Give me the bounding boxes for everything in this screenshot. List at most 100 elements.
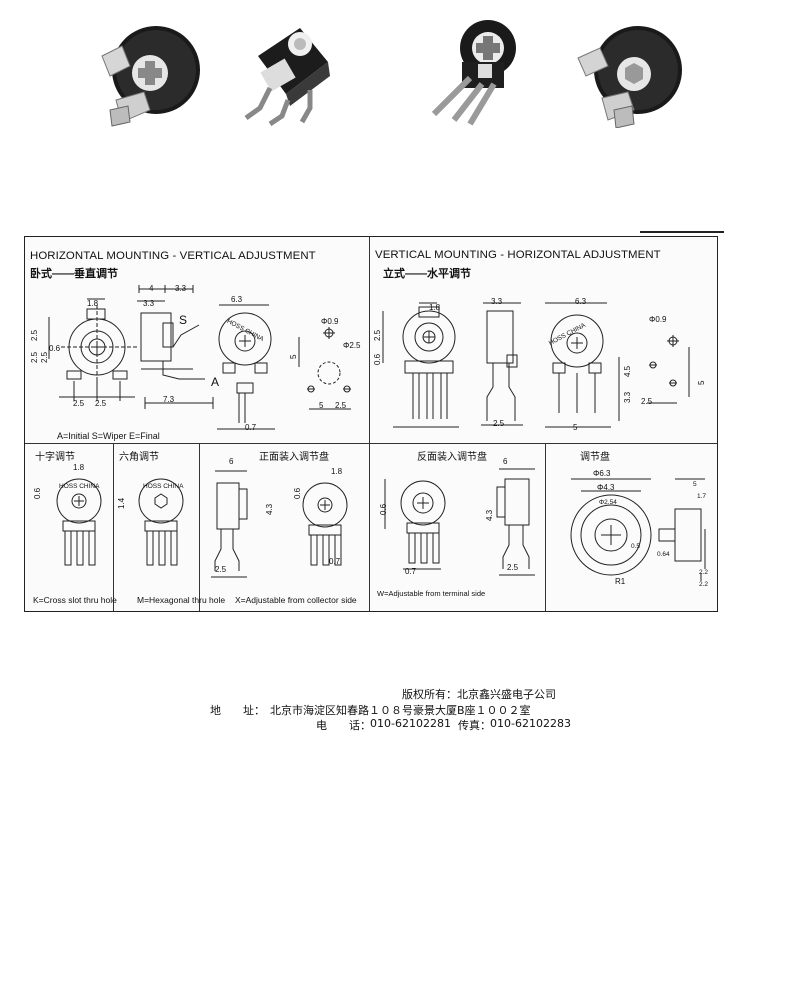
dim-h-2.5d: 2.5 bbox=[73, 399, 85, 408]
dim-k-1.8: 1.8 bbox=[73, 463, 85, 472]
footer-phone: 010-62102281 bbox=[370, 717, 451, 730]
dim-v-2.5b: 2.5 bbox=[493, 419, 505, 428]
panel-front-title: 正面装入调节盘 bbox=[259, 452, 329, 463]
dim-h-0.6: 0.6 bbox=[49, 344, 61, 353]
footer-address-label: 地 址： bbox=[210, 704, 265, 717]
panel-hex-title: 六角调节 bbox=[119, 452, 159, 463]
pot-photo-4 bbox=[572, 18, 702, 128]
pot-photo-3 bbox=[408, 16, 538, 126]
footer-address: 北京市海淀区知春路１０８号豪景大厦B座１００２室 bbox=[270, 704, 531, 717]
dim-v-6.3: 6.3 bbox=[575, 297, 587, 306]
divider-b3 bbox=[545, 443, 546, 611]
vertical-hole-pattern bbox=[637, 317, 707, 427]
dim-v-phi0.9: Φ0.9 bbox=[649, 315, 667, 324]
vertical-subtitle: 立式——水平调节 bbox=[383, 268, 471, 280]
dim-d-phi4.3: Φ4.3 bbox=[597, 483, 615, 492]
back-disc-drawing bbox=[375, 465, 543, 585]
top-rule bbox=[640, 231, 724, 233]
dim-w-4.3: 4.3 bbox=[485, 509, 494, 521]
brand-m: HOSS CHINA bbox=[143, 483, 184, 490]
footer-phone-label: 电 话： bbox=[316, 719, 371, 732]
mark-A: A bbox=[211, 375, 220, 389]
footer-copyright: 版权所有：北京鑫兴盛电子公司 bbox=[402, 688, 556, 701]
vertical-title: VERTICAL MOUNTING - HORIZONTAL ADJUSTMEN… bbox=[375, 249, 661, 261]
dim-v-5: 5 bbox=[573, 423, 578, 432]
dim-h-2.5a: 2.5 bbox=[30, 329, 39, 341]
footer-fax-label: 传真： bbox=[458, 719, 491, 732]
dim-m-1.4: 1.4 bbox=[117, 497, 126, 509]
dim-h-2.5b: 2.5 bbox=[30, 351, 39, 363]
dim-v-4.5: 4.5 bbox=[623, 365, 632, 377]
caption-K: K=Cross slot thru hole bbox=[33, 595, 117, 605]
dim-d-2.2a: 2.2 bbox=[699, 569, 709, 576]
dim-h-7.3: 7.3 bbox=[163, 395, 175, 404]
dim-h-6.3: 6.3 bbox=[231, 295, 243, 304]
dim-d-1.7: 1.7 bbox=[697, 493, 707, 500]
dim-h-2.5f: 2.5 bbox=[335, 401, 347, 410]
dim-h-5: 5 bbox=[289, 354, 298, 359]
dim-x-2.5: 2.5 bbox=[215, 565, 227, 574]
panel-disc-title: 调节盘 bbox=[580, 452, 610, 463]
datasheet-panel: HORIZONTAL MOUNTING - VERTICAL ADJUSTMEN… bbox=[24, 236, 718, 612]
horizontal-title: HORIZONTAL MOUNTING - VERTICAL ADJUSTMEN… bbox=[30, 250, 316, 262]
divider-main bbox=[369, 237, 370, 611]
dim-h-phi2.5: Φ2.5 bbox=[343, 341, 361, 350]
horizontal-top-view bbox=[209, 299, 289, 439]
horizontal-subtitle: 卧式——垂直调节 bbox=[30, 268, 118, 280]
dim-v-0.6: 0.6 bbox=[373, 353, 382, 365]
vertical-front-view bbox=[379, 297, 475, 437]
dim-x-6: 6 bbox=[229, 457, 234, 466]
dim-v-2.5a: 2.5 bbox=[373, 329, 382, 341]
horizontal-front-view bbox=[39, 297, 149, 417]
dim-v-1.8: 1.8 bbox=[429, 303, 441, 312]
dim-h-5b: 5 bbox=[319, 401, 324, 410]
dim-h-2.5c: 2.5 bbox=[40, 351, 49, 363]
footer-fax: 010-62102283 bbox=[490, 717, 571, 730]
caption-X: X=Adjustable from collector side bbox=[235, 595, 357, 605]
dim-x-1.8: 1.8 bbox=[331, 467, 343, 476]
brand-k: HOSS CHINA bbox=[59, 483, 100, 490]
dim-x-0.6: 0.6 bbox=[293, 487, 302, 499]
horizontal-side-view bbox=[133, 283, 243, 413]
disc-detail-drawing bbox=[555, 469, 715, 599]
dim-d-r1: R1 bbox=[615, 577, 626, 586]
dim-h-4: 4 bbox=[149, 284, 154, 293]
dim-d-5: 5 bbox=[693, 481, 697, 488]
dim-d-0.5: 0.5 bbox=[631, 543, 641, 550]
caption-W: W=Adjustable from terminal side bbox=[377, 589, 486, 598]
dim-d-phi6.3: Φ6.3 bbox=[593, 469, 611, 478]
hex-adjust-drawing bbox=[123, 467, 193, 577]
dim-w-0.6: 0.6 bbox=[379, 503, 388, 515]
horizontal-hole-pattern bbox=[293, 317, 363, 427]
legend-horizontal: A=Initial S=Wiper E=Final bbox=[57, 431, 160, 441]
dim-v-3.3b: 3.3 bbox=[623, 391, 632, 403]
dim-w-2.5: 2.5 bbox=[507, 563, 519, 572]
dim-v-5b: 5 bbox=[697, 380, 706, 385]
dim-d-phi2.54: Φ2.54 bbox=[599, 499, 617, 506]
dim-v-3.3a: 3.3 bbox=[491, 297, 503, 306]
dim-w-0.7: 0.7 bbox=[405, 567, 417, 576]
caption-M: M=Hexagonal thru hole bbox=[137, 595, 226, 605]
panel-back-title: 反面装入调节盘 bbox=[417, 452, 487, 463]
dim-v-2.5c: 2.5 bbox=[641, 397, 653, 406]
vertical-top-view bbox=[531, 297, 631, 447]
vertical-side-view bbox=[477, 297, 537, 437]
divider-b2 bbox=[199, 443, 200, 611]
dim-h-1.8: 1.8 bbox=[87, 299, 99, 308]
dim-x-0.7: 0.7 bbox=[329, 557, 341, 566]
dim-k-0.6: 0.6 bbox=[33, 487, 42, 499]
pot-photo-2 bbox=[230, 16, 360, 126]
panel-cross-title: 十字调节 bbox=[35, 452, 75, 463]
mark-S: S bbox=[179, 313, 188, 327]
dim-d-2.2b: 2.2 bbox=[699, 581, 709, 588]
dim-d-0.64: 0.64 bbox=[657, 551, 670, 558]
dim-w-6: 6 bbox=[503, 457, 508, 466]
divider-row bbox=[25, 443, 717, 444]
cross-adjust-drawing bbox=[41, 467, 111, 577]
dim-x-4.3: 4.3 bbox=[265, 503, 274, 515]
dim-h-0.7: 0.7 bbox=[245, 423, 257, 432]
divider-b1 bbox=[113, 443, 114, 611]
dim-h-3.3a: 3.3 bbox=[175, 284, 187, 293]
dim-h-phi0.9: Φ0.9 bbox=[321, 317, 339, 326]
front-disc-drawing bbox=[207, 465, 367, 585]
